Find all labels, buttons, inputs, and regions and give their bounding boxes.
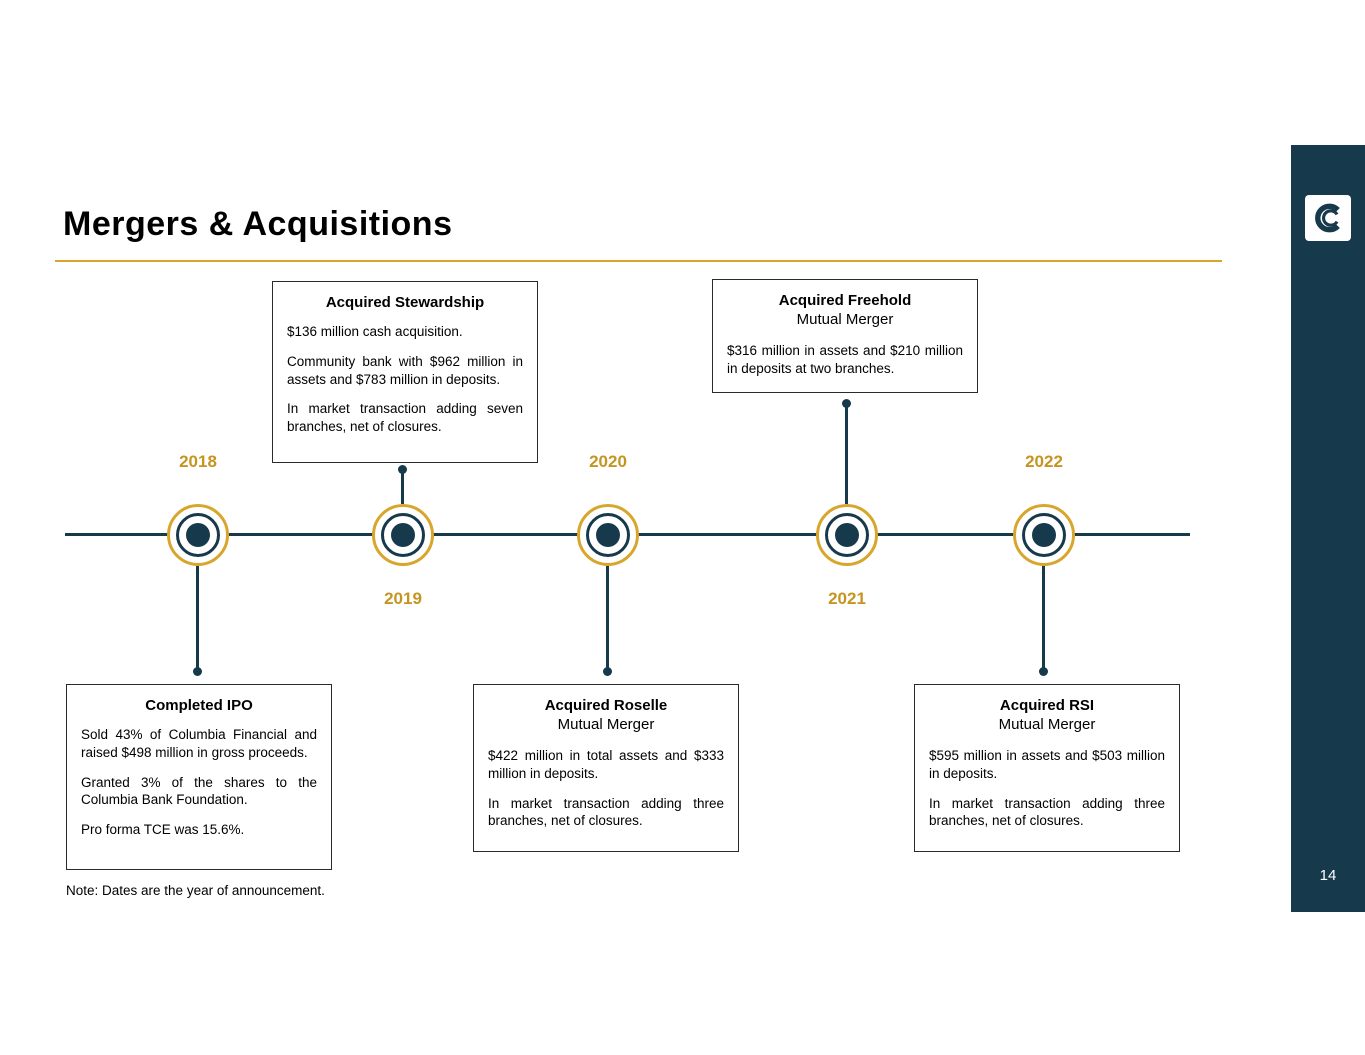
event-subtitle: Mutual Merger [998, 716, 1096, 733]
node-ring [1022, 513, 1066, 557]
timeline-node-2018 [167, 504, 229, 566]
connector-stem-2021 [845, 404, 848, 504]
connector-stem-2019 [401, 470, 404, 504]
event-paragraph: In market transaction adding seven branc… [287, 401, 523, 435]
timeline-node-2020 [577, 504, 639, 566]
event-box-acquired-freehold: Acquired Freehold Mutual Merger $316 mil… [712, 279, 978, 393]
event-subtitle: Mutual Merger [557, 716, 655, 733]
event-paragraph: Community bank with $962 million in asse… [287, 353, 523, 387]
connector-dot-2022 [1039, 667, 1048, 676]
node-core [391, 523, 415, 547]
year-label-2021: 2021 [828, 589, 866, 608]
event-box-acquired-rsi: Acquired RSI Mutual Merger $595 million … [914, 684, 1180, 852]
event-paragraph: $316 million in assets and $210 million … [727, 343, 963, 376]
year-label-2019: 2019 [384, 589, 422, 608]
connector-dot-2021 [842, 399, 851, 408]
node-core [186, 523, 210, 547]
node-core [835, 523, 859, 547]
event-subtitle: Mutual Merger [796, 311, 894, 328]
event-title: Completed IPO [145, 697, 253, 714]
timeline-node-2019 [372, 504, 434, 566]
year-label-2020: 2020 [589, 452, 627, 471]
year-label-2022: 2022 [1025, 452, 1063, 471]
node-ring [381, 513, 425, 557]
node-core [596, 523, 620, 547]
connector-stem-2018 [196, 566, 199, 668]
connector-dot-2020 [603, 667, 612, 676]
year-label-2018: 2018 [179, 452, 217, 471]
columbia-bank-logo-icon [1305, 195, 1351, 241]
title-underline [55, 260, 1222, 262]
event-box-acquired-roselle: Acquired Roselle Mutual Merger $422 mill… [473, 684, 739, 852]
event-paragraph: $422 million in total assets and $333 mi… [488, 748, 724, 781]
node-core [1032, 523, 1056, 547]
event-title: Acquired Stewardship [325, 294, 485, 311]
connector-dot-2018 [193, 667, 202, 676]
footnote: Note: Dates are the year of announcement… [66, 883, 325, 898]
page-title: Mergers & Acquisitions [63, 205, 453, 243]
timeline-node-2022 [1013, 504, 1075, 566]
node-ring [586, 513, 630, 557]
event-paragraph: $595 million in assets and $503 million … [929, 748, 1165, 781]
logo-c-mark [1315, 203, 1340, 233]
node-ring [825, 513, 869, 557]
event-paragraph: In market transaction adding three branc… [488, 795, 724, 829]
event-paragraph: Sold 43% of Columbia Financial and raise… [81, 727, 317, 760]
connector-stem-2020 [606, 566, 609, 668]
event-paragraph: Pro forma TCE was 15.6%. [81, 822, 245, 838]
timeline-node-2021 [816, 504, 878, 566]
event-paragraph: In market transaction adding three branc… [929, 795, 1165, 829]
event-paragraph: Granted 3% of the shares to the Columbia… [81, 774, 317, 808]
page-number: 14 [1319, 867, 1337, 884]
connector-stem-2022 [1042, 566, 1045, 668]
connector-dot-2019 [398, 465, 407, 474]
event-title: Acquired Roselle [544, 697, 668, 714]
event-box-completed-ipo: Completed IPO Sold 43% of Columbia Finan… [66, 684, 332, 870]
node-ring [176, 513, 220, 557]
event-title: Acquired Freehold [778, 292, 912, 309]
event-paragraph: $136 million cash acquisition. [287, 324, 463, 339]
event-box-acquired-stewardship: Acquired Stewardship $136 million cash a… [272, 281, 538, 463]
event-title: Acquired RSI [999, 697, 1095, 714]
accent-bar: 14 [1291, 145, 1365, 912]
